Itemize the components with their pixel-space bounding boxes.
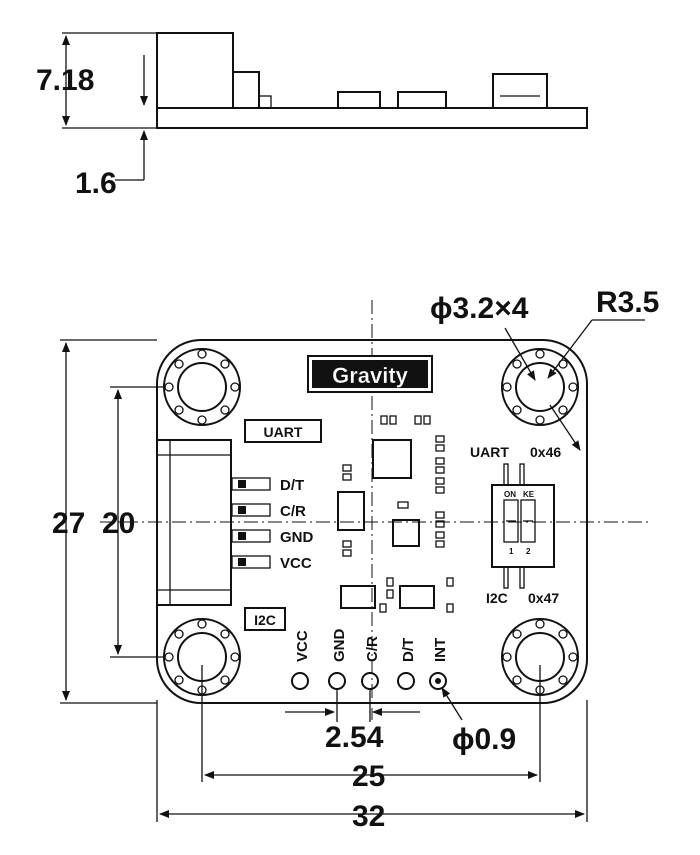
transistor-right <box>399 585 435 609</box>
connector-pin-gnd: GND <box>280 529 314 546</box>
header-pin-cr: C/R <box>364 636 381 662</box>
dim-width-holes: 25 <box>201 665 541 793</box>
dim-width-holes-label: 25 <box>352 760 385 793</box>
switch-i2c-addr: 0x47 <box>528 590 559 606</box>
uart-silk-label: UART <box>244 419 322 443</box>
dim-height-side-label: 7.18 <box>36 64 94 97</box>
dip-switch: UART 0x46 ON KE 1 2 I2C 0x47 <box>470 444 561 606</box>
passive-components <box>342 415 454 613</box>
header-pin-int: INT <box>432 638 449 662</box>
dim-corner-radius: R3.5 <box>547 286 659 451</box>
dim-width-total-label: 32 <box>352 800 385 833</box>
dim-corner-radius-label: R3.5 <box>596 286 659 319</box>
jst-connector <box>156 439 271 606</box>
switch-ke-label: KE <box>523 490 535 499</box>
gravity-logo-text: Gravity <box>332 363 409 388</box>
side-dip-switch <box>492 73 548 109</box>
svg-text:UART: UART <box>264 424 303 440</box>
dim-height-side: 7.18 <box>36 32 157 129</box>
dim-thickness: 1.6 <box>75 55 148 200</box>
dim-height-total-label: 27 <box>52 507 85 540</box>
sensor-chip <box>392 519 420 547</box>
header-pin-gnd: GND <box>331 629 348 663</box>
switch-uart-text: UART <box>470 444 509 460</box>
side-chip-2 <box>397 91 447 109</box>
transistor-left <box>337 491 365 531</box>
switch-uart-addr: 0x46 <box>530 444 561 460</box>
dim-thickness-label: 1.6 <box>75 167 117 200</box>
side-small-part <box>258 95 272 109</box>
dim-height-holes: 20 <box>102 386 165 658</box>
switch-pin-1: 1 <box>509 547 514 556</box>
side-chip-1 <box>337 91 381 109</box>
side-connector <box>156 32 234 109</box>
header-pins <box>291 672 447 690</box>
dim-pin-hole: ϕ0.9 <box>441 687 516 756</box>
dim-height-total: 27 <box>52 339 157 704</box>
dim-pitch-label: 2.54 <box>325 721 384 754</box>
connector-pin-dt: D/T <box>280 477 304 494</box>
dim-width-total: 32 <box>156 700 588 833</box>
switch-i2c-text: I2C <box>486 590 508 606</box>
main-chip <box>372 439 412 479</box>
connector-pin-cr: C/R <box>280 503 306 520</box>
gravity-logo: Gravity <box>307 355 433 393</box>
dim-height-holes-label: 20 <box>102 507 135 540</box>
mount-hole-top-right <box>501 348 579 426</box>
dim-hole-spec: ϕ3.2×4 <box>430 292 536 381</box>
transistor-mid <box>340 585 376 609</box>
side-view: 7.18 1.6 <box>36 32 588 200</box>
side-board <box>156 107 588 129</box>
dim-pin-hole-label: ϕ0.9 <box>452 723 516 756</box>
side-connector-latch <box>232 71 260 109</box>
connector-pin-vcc: VCC <box>280 555 312 572</box>
i2c-silk-label: I2C <box>244 607 286 631</box>
switch-pin-2: 2 <box>526 547 531 556</box>
switch-on-label: ON <box>504 490 516 499</box>
dim-pitch: 2.54 <box>285 690 420 754</box>
mount-hole-top-left <box>163 348 241 426</box>
dim-hole-spec-label: ϕ3.2×4 <box>430 292 529 325</box>
top-view: Gravity D/T C/R GND VCC UART I2C <box>52 286 659 833</box>
svg-text:I2C: I2C <box>254 612 276 628</box>
header-pin-vcc: VCC <box>294 630 311 662</box>
header-pin-dt: D/T <box>400 638 417 662</box>
